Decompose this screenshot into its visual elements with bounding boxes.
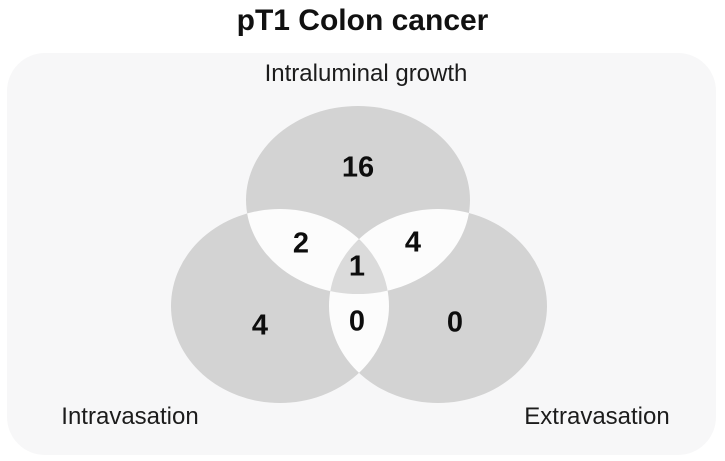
region-count-intravasation-only: 4 [251, 309, 269, 342]
region-count-intraluminal-extravasation: 4 [404, 226, 422, 259]
region-count-intraluminal-intravasation: 2 [292, 227, 310, 260]
venn-circles-odd-fill [170, 106, 547, 404]
page-title: pT1 Colon cancer [236, 4, 489, 37]
set-label-intraluminal-growth: Intraluminal growth [264, 60, 468, 87]
region-count-intraluminal-only: 16 [341, 151, 375, 184]
region-count-extravasation-only: 0 [446, 306, 464, 339]
set-label-intravasation: Intravasation [61, 403, 199, 430]
set-label-extravasation: Extravasation [524, 403, 670, 430]
triple-intersection-tint [330, 240, 388, 297]
region-count-all-three: 1 [348, 250, 366, 283]
region-count-intravasation-extravasation: 0 [348, 305, 366, 338]
